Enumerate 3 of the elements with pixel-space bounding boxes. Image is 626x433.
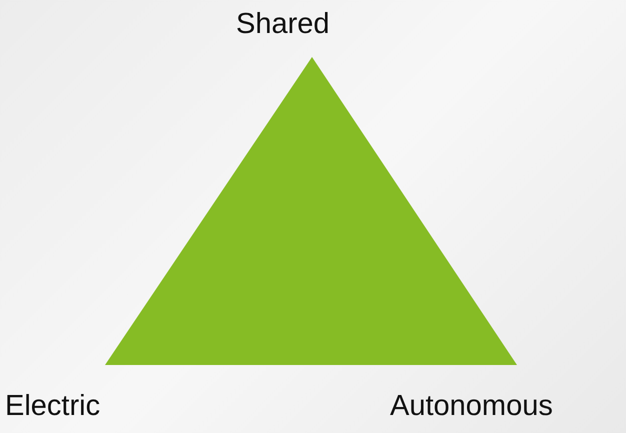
corner-label: Electric [5,392,100,421]
corner-label: Shared [236,10,330,39]
corner-label: Autonomous [390,392,553,421]
